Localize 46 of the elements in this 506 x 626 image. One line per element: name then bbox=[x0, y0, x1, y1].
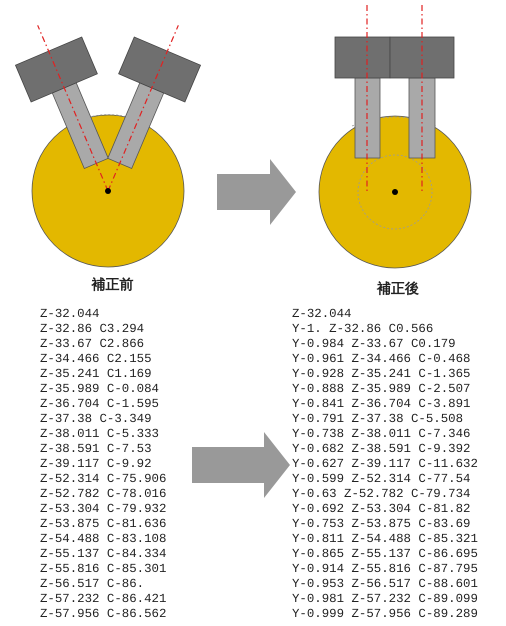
code-line: Z-57.956 C-86.562 bbox=[40, 607, 166, 622]
code-line: Z-53.875 C-81.636 bbox=[40, 517, 166, 532]
code-line: Y-0.692 Z-53.304 C-81.82 bbox=[292, 502, 470, 517]
code-line: Z-55.816 C-85.301 bbox=[40, 562, 166, 577]
block-arrow bbox=[192, 432, 290, 498]
code-line: Z-54.488 C-83.108 bbox=[40, 532, 166, 547]
code-line: Z-37.38 C-3.349 bbox=[40, 412, 152, 427]
code-line: Z-52.782 C-78.016 bbox=[40, 487, 166, 502]
code-line: Y-0.627 Z-39.117 C-11.632 bbox=[292, 457, 478, 472]
code-line: Z-53.304 C-79.932 bbox=[40, 502, 166, 517]
code-line: Z-39.117 C-9.92 bbox=[40, 457, 152, 472]
code-line: Z-32.86 C3.294 bbox=[40, 322, 144, 337]
code-line: Z-33.67 C2.866 bbox=[40, 337, 144, 352]
code-line: Y-0.865 Z-55.137 C-86.695 bbox=[292, 547, 478, 562]
code-line: Z-52.314 C-75.906 bbox=[40, 472, 166, 487]
code-line: Y-0.953 Z-56.517 C-88.601 bbox=[292, 577, 478, 592]
code-line: Z-32.044 bbox=[40, 307, 100, 322]
code-line: Y-0.791 Z-37.38 C-5.508 bbox=[292, 412, 464, 427]
code-line: Y-0.914 Z-55.816 C-87.795 bbox=[292, 562, 478, 577]
code-line: Z-36.704 C-1.595 bbox=[40, 397, 159, 412]
code-line: Z-38.011 C-5.333 bbox=[40, 427, 159, 442]
code-line: Y-0.738 Z-38.011 C-7.346 bbox=[292, 427, 470, 442]
node-label: 補正後 bbox=[376, 280, 420, 298]
code-line: Z-55.137 C-84.334 bbox=[40, 547, 166, 562]
code-line: Y-0.999 Z-57.956 C-89.289 bbox=[292, 607, 478, 622]
code-line: Y-1. Z-32.86 C0.566 bbox=[292, 322, 434, 337]
code-line: Z-38.591 C-7.53 bbox=[40, 442, 152, 457]
block-arrow bbox=[217, 159, 296, 225]
code-line: Y-0.981 Z-57.232 C-89.099 bbox=[292, 592, 478, 607]
code-line: Y-0.682 Z-38.591 C-9.392 bbox=[292, 442, 470, 457]
code-line: Z-56.517 C-86. bbox=[40, 577, 144, 592]
code-line: Z-34.466 C2.155 bbox=[40, 352, 152, 367]
code-line: Z-57.232 C-86.421 bbox=[40, 592, 166, 607]
code-line: Z-32.044 bbox=[292, 307, 352, 322]
code-line: Y-0.961 Z-34.466 C-0.468 bbox=[292, 352, 470, 367]
code-line: Y-0.984 Z-33.67 C0.179 bbox=[292, 337, 456, 352]
code-line: Y-0.753 Z-53.875 C-83.69 bbox=[292, 517, 470, 532]
code-line: Z-35.241 C1.169 bbox=[40, 367, 152, 382]
code-line: Y-0.63 Z-52.782 C-79.734 bbox=[292, 487, 470, 502]
code-line: Y-0.888 Z-35.989 C-2.507 bbox=[292, 382, 470, 397]
code-line: Y-0.928 Z-35.241 C-1.365 bbox=[292, 367, 470, 382]
code-line: Y-0.599 Z-52.314 C-77.54 bbox=[292, 472, 470, 487]
node-label: 補正前 bbox=[90, 276, 134, 294]
code-line: Y-0.841 Z-36.704 C-3.891 bbox=[292, 397, 470, 412]
code-line: Y-0.811 Z-54.488 C-85.321 bbox=[292, 532, 478, 547]
code-line: Z-35.989 C-0.084 bbox=[40, 382, 159, 397]
